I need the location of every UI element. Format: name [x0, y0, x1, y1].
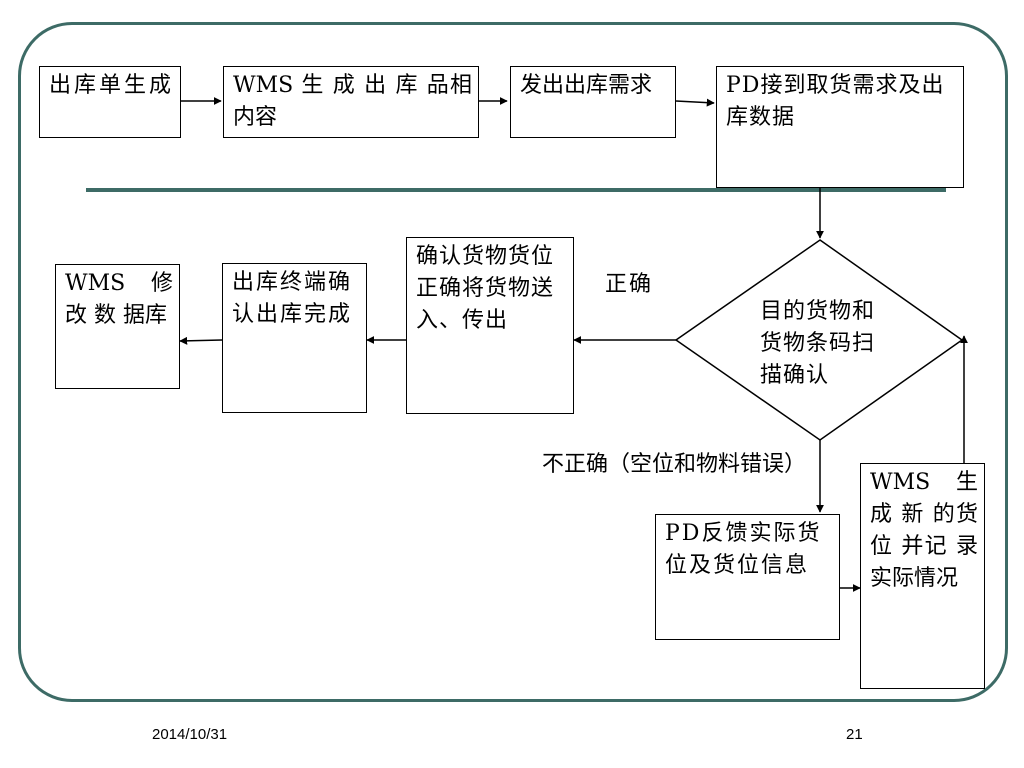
arrow-demand-to-pd	[675, 98, 715, 107]
footer-date: 2014/10/31	[152, 726, 228, 743]
node-terminal-confirm: 出库终端确认出库完成	[222, 263, 367, 413]
node-outbound-order: 出库单生成	[39, 66, 181, 138]
rounded-frame	[18, 22, 1008, 702]
node-confirm-location: 确认货物货位正确将货物送入、传出	[406, 237, 574, 414]
node-issue-demand: 发出出库需求	[510, 66, 676, 138]
edge-label-incorrect: 不正确（空位和物料错误）	[542, 452, 807, 477]
edge-label-correct: 正确	[605, 272, 654, 297]
node-scan-confirm: 目的货物和货物条码扫描确认	[760, 299, 876, 388]
node-pd-receive: PD接到取货需求及出库数据	[716, 66, 964, 188]
arrow-terminal-to-db	[179, 336, 223, 345]
page-number: 21	[846, 726, 863, 743]
node-wms-new-location: WMS 生成 新 的货 位 并记 录 实际情况	[860, 463, 985, 689]
node-wms-modify-db: WMS 修改 数 据库	[55, 264, 180, 389]
node-wms-generate-items: WMS 生 成 出 库 品相内容	[223, 66, 479, 138]
node-pd-feedback: PD反馈实际货位及货位信息	[655, 514, 840, 640]
